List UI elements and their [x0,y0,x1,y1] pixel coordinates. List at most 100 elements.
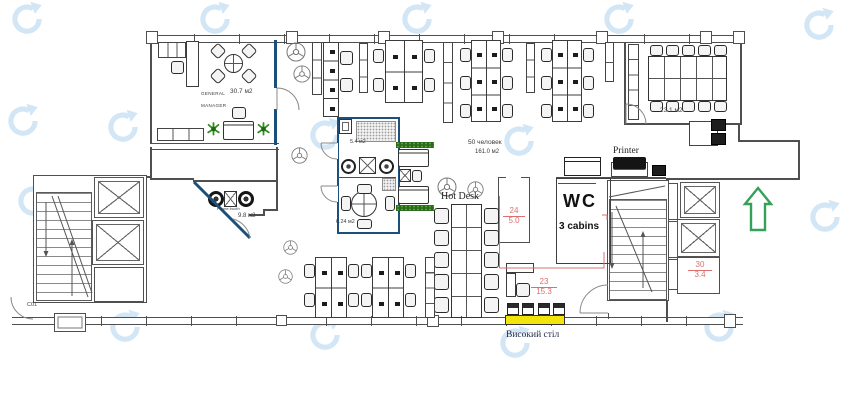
chair-icon [348,293,359,307]
zone-numerator: 24 [509,206,519,215]
monitor-icon [412,86,417,91]
wall [150,147,152,179]
small-room [677,257,720,294]
column-marker [724,314,736,328]
chair-icon [650,45,663,56]
chair-icon [209,42,227,60]
phone-booth-label: Phone booth [217,206,240,211]
bar-stool-icon [538,303,550,315]
zone-denominator: 3.4 [688,269,712,280]
monitor-icon [492,107,497,112]
monitor-icon [393,86,398,91]
wall [666,296,668,322]
chair-icon [682,45,695,56]
monitor-icon [378,301,384,306]
ceiling-light-icon [283,240,298,255]
chair-icon [541,104,552,118]
high-table-icon [505,315,565,325]
monitor-icon [329,87,335,92]
wall [740,35,742,125]
small-zone-annotation: 30 3.4 [688,260,712,280]
watermark-logo-icon [4,102,42,140]
floor-hatch [356,121,396,142]
chair-icon [434,274,449,290]
chair-icon [240,67,258,85]
small-meeting-area-label: 6.24 м2 [336,219,355,225]
chair-icon [484,252,499,268]
chair-icon [424,78,435,92]
desk-cluster-icon [372,257,404,318]
window-mullion-ticks [12,316,743,326]
locker-cabinet-icon [158,42,186,58]
monitor-icon [477,80,482,84]
locker-cabinet-icon [157,128,204,141]
printer-label: Printer [613,146,639,156]
wall [624,123,742,125]
chair-icon [434,252,449,268]
device-icon [652,165,666,176]
wall [498,177,506,179]
general-manager-area-label: 30.7 м2 [230,88,253,95]
monitor-icon [329,106,335,111]
wall [558,183,596,184]
wc-title-label: WC [563,191,597,211]
desk-icon [506,263,534,273]
lounge-chair-icon [208,191,224,207]
chair-icon [484,274,499,290]
small-table-icon [359,157,376,174]
meeting-room-area-label: 23.1 м2 [660,107,683,114]
chair-icon [424,49,435,63]
chair-icon [348,264,359,278]
locker-cabinet-icon [526,43,535,93]
chair-icon [385,196,395,211]
chair-icon [373,78,384,92]
wall [556,177,666,179]
planter-icon [396,205,434,211]
bar-stool-icon [507,303,519,315]
wc-subtitle-label: 3 cabins [559,221,600,232]
stairs-right [609,199,667,300]
chair-icon [502,76,513,90]
hot-desk-zone-annotation: 24 5.0 [503,206,525,226]
watermark-logo-icon [500,122,538,160]
chair-icon [171,61,184,74]
chair-icon [357,219,372,229]
planter-icon [396,142,434,148]
locker-cabinet-icon [359,43,368,93]
column-marker [596,31,608,44]
chair-icon [209,67,227,85]
zone-numerator: 30 [695,260,705,269]
wall [529,177,531,243]
hot-desk-label: Hot Desk [441,191,480,202]
structural-column [54,313,86,332]
chair-icon [460,104,471,118]
chair-icon [361,264,372,278]
watermark-logo-icon [8,0,46,38]
small-table-icon [224,191,237,207]
zone-denominator: 15.3 [531,286,557,297]
device-icon [711,133,726,145]
chair-icon [666,101,679,112]
monitor-icon [558,107,563,112]
monitor-icon [492,52,497,57]
monitor-icon [393,54,398,59]
wall [150,40,152,145]
chair-icon [583,76,594,90]
locker-cabinet-icon [605,42,614,82]
wall [738,140,800,142]
wall [12,316,743,326]
wall [521,177,530,179]
locker-cabinet-icon [425,257,435,318]
wall [249,214,264,216]
zone-denominator: 5.0 [503,215,525,226]
chair-icon [583,48,594,62]
chair-icon [698,101,711,112]
elevator-shaft [680,182,720,218]
elevator-shaft [677,219,720,257]
column-marker [146,31,158,44]
chair-icon [412,170,422,182]
open-space-area-label: 161.0 м2 [475,149,500,155]
accent-wall [274,109,277,145]
wall [276,147,278,181]
chair-icon [434,297,449,313]
